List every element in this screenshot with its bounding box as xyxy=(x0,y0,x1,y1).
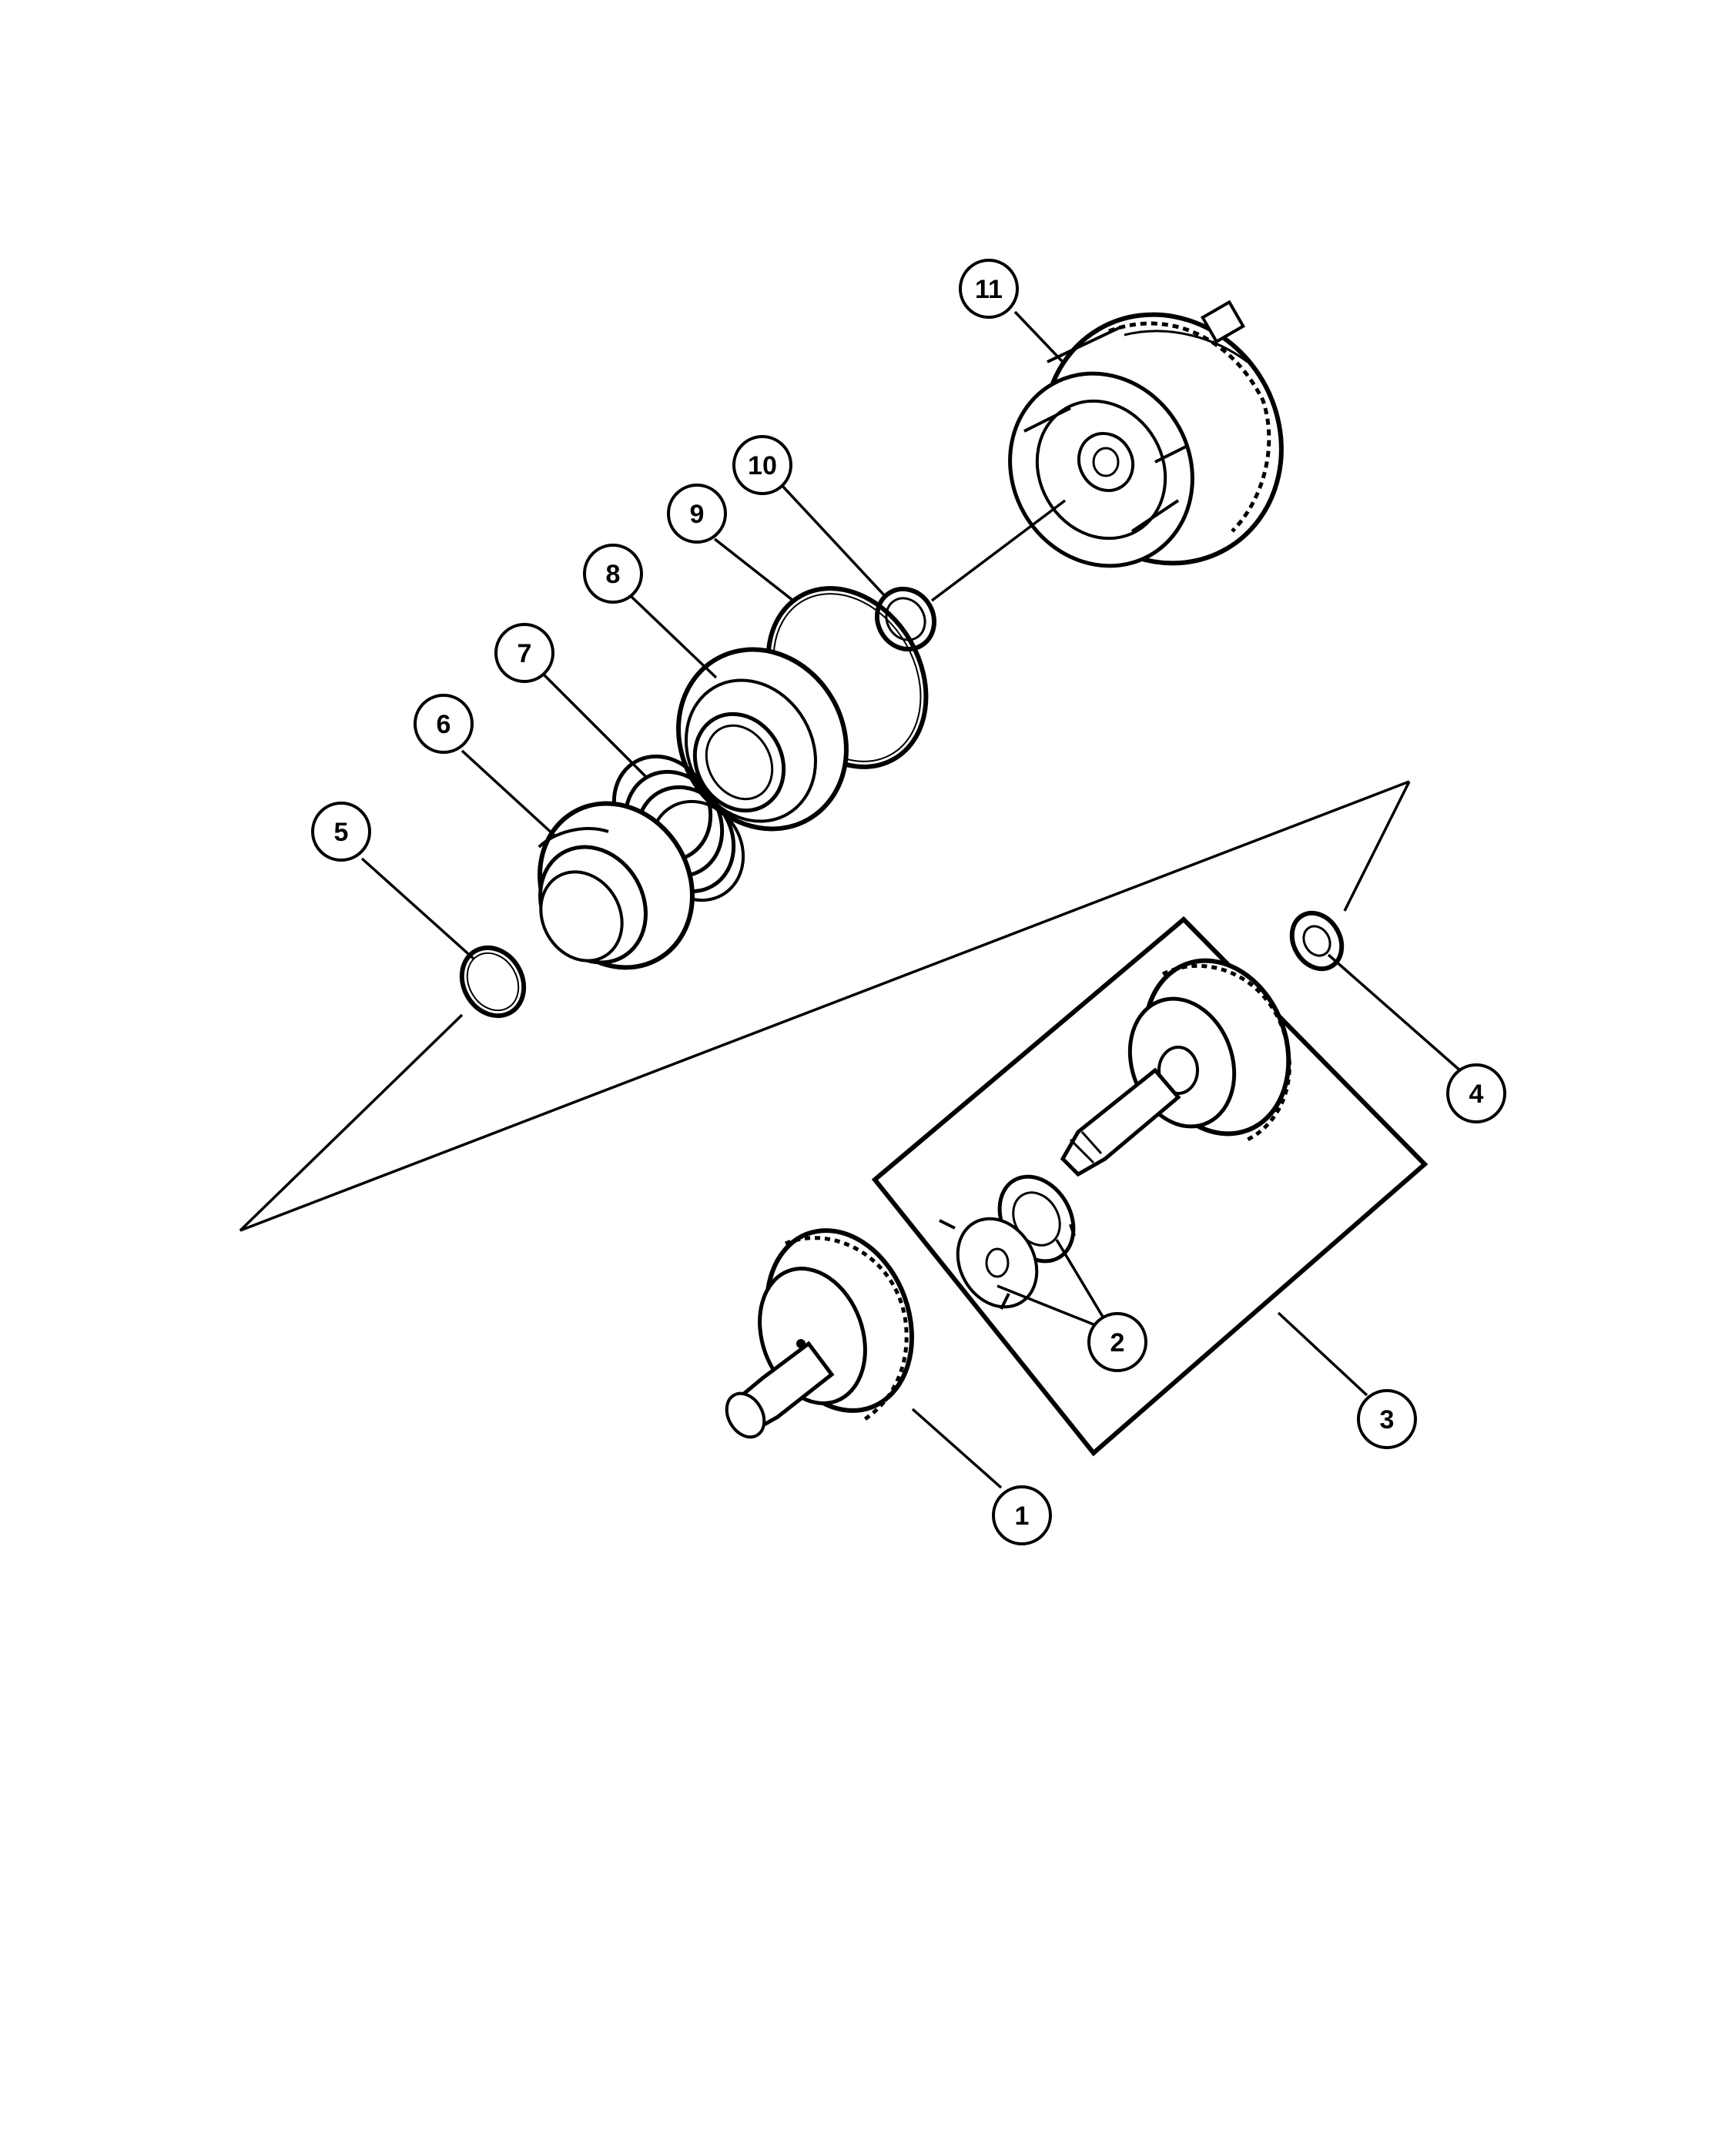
part-3-group-box xyxy=(871,916,1429,1457)
callout-6: 6 xyxy=(414,694,474,754)
part-5-snap-ring xyxy=(459,945,527,1019)
callout-2: 2 xyxy=(1087,1312,1147,1372)
callout-5: 5 xyxy=(311,802,371,862)
callout-11-label: 11 xyxy=(975,275,1003,304)
callout-8: 8 xyxy=(583,544,643,604)
callout-3-label: 3 xyxy=(1380,1405,1395,1435)
part-2-thrust-washers xyxy=(939,1174,1076,1310)
leader-lines xyxy=(360,310,1463,1489)
callout-11: 11 xyxy=(959,259,1019,319)
callout-6-label: 6 xyxy=(437,710,451,739)
part-6-spring-retainer xyxy=(538,801,695,970)
part-8-piston xyxy=(676,647,849,832)
callout-3: 3 xyxy=(1357,1389,1417,1449)
part-3-hub-shaft xyxy=(1060,958,1291,1177)
callout-7-label: 7 xyxy=(518,639,532,668)
callout-4-label: 4 xyxy=(1469,1080,1484,1109)
callout-2-label: 2 xyxy=(1110,1328,1125,1358)
callout-9-label: 9 xyxy=(690,500,705,529)
callout-5-label: 5 xyxy=(334,818,349,847)
callout-7: 7 xyxy=(494,623,554,683)
part-1-output-carrier xyxy=(725,1228,915,1439)
callout-8-label: 8 xyxy=(606,560,621,589)
assembly-bracket-lines xyxy=(239,780,1411,1232)
callout-4: 4 xyxy=(1446,1063,1506,1123)
part-11-clutch-housing xyxy=(1008,300,1284,568)
callout-10: 10 xyxy=(732,435,792,495)
part-10-seal-ring xyxy=(874,586,937,652)
callout-1-label: 1 xyxy=(1015,1502,1030,1531)
callout-9: 9 xyxy=(667,484,727,544)
callout-1: 1 xyxy=(992,1485,1052,1545)
callout-10-label: 10 xyxy=(748,451,777,480)
